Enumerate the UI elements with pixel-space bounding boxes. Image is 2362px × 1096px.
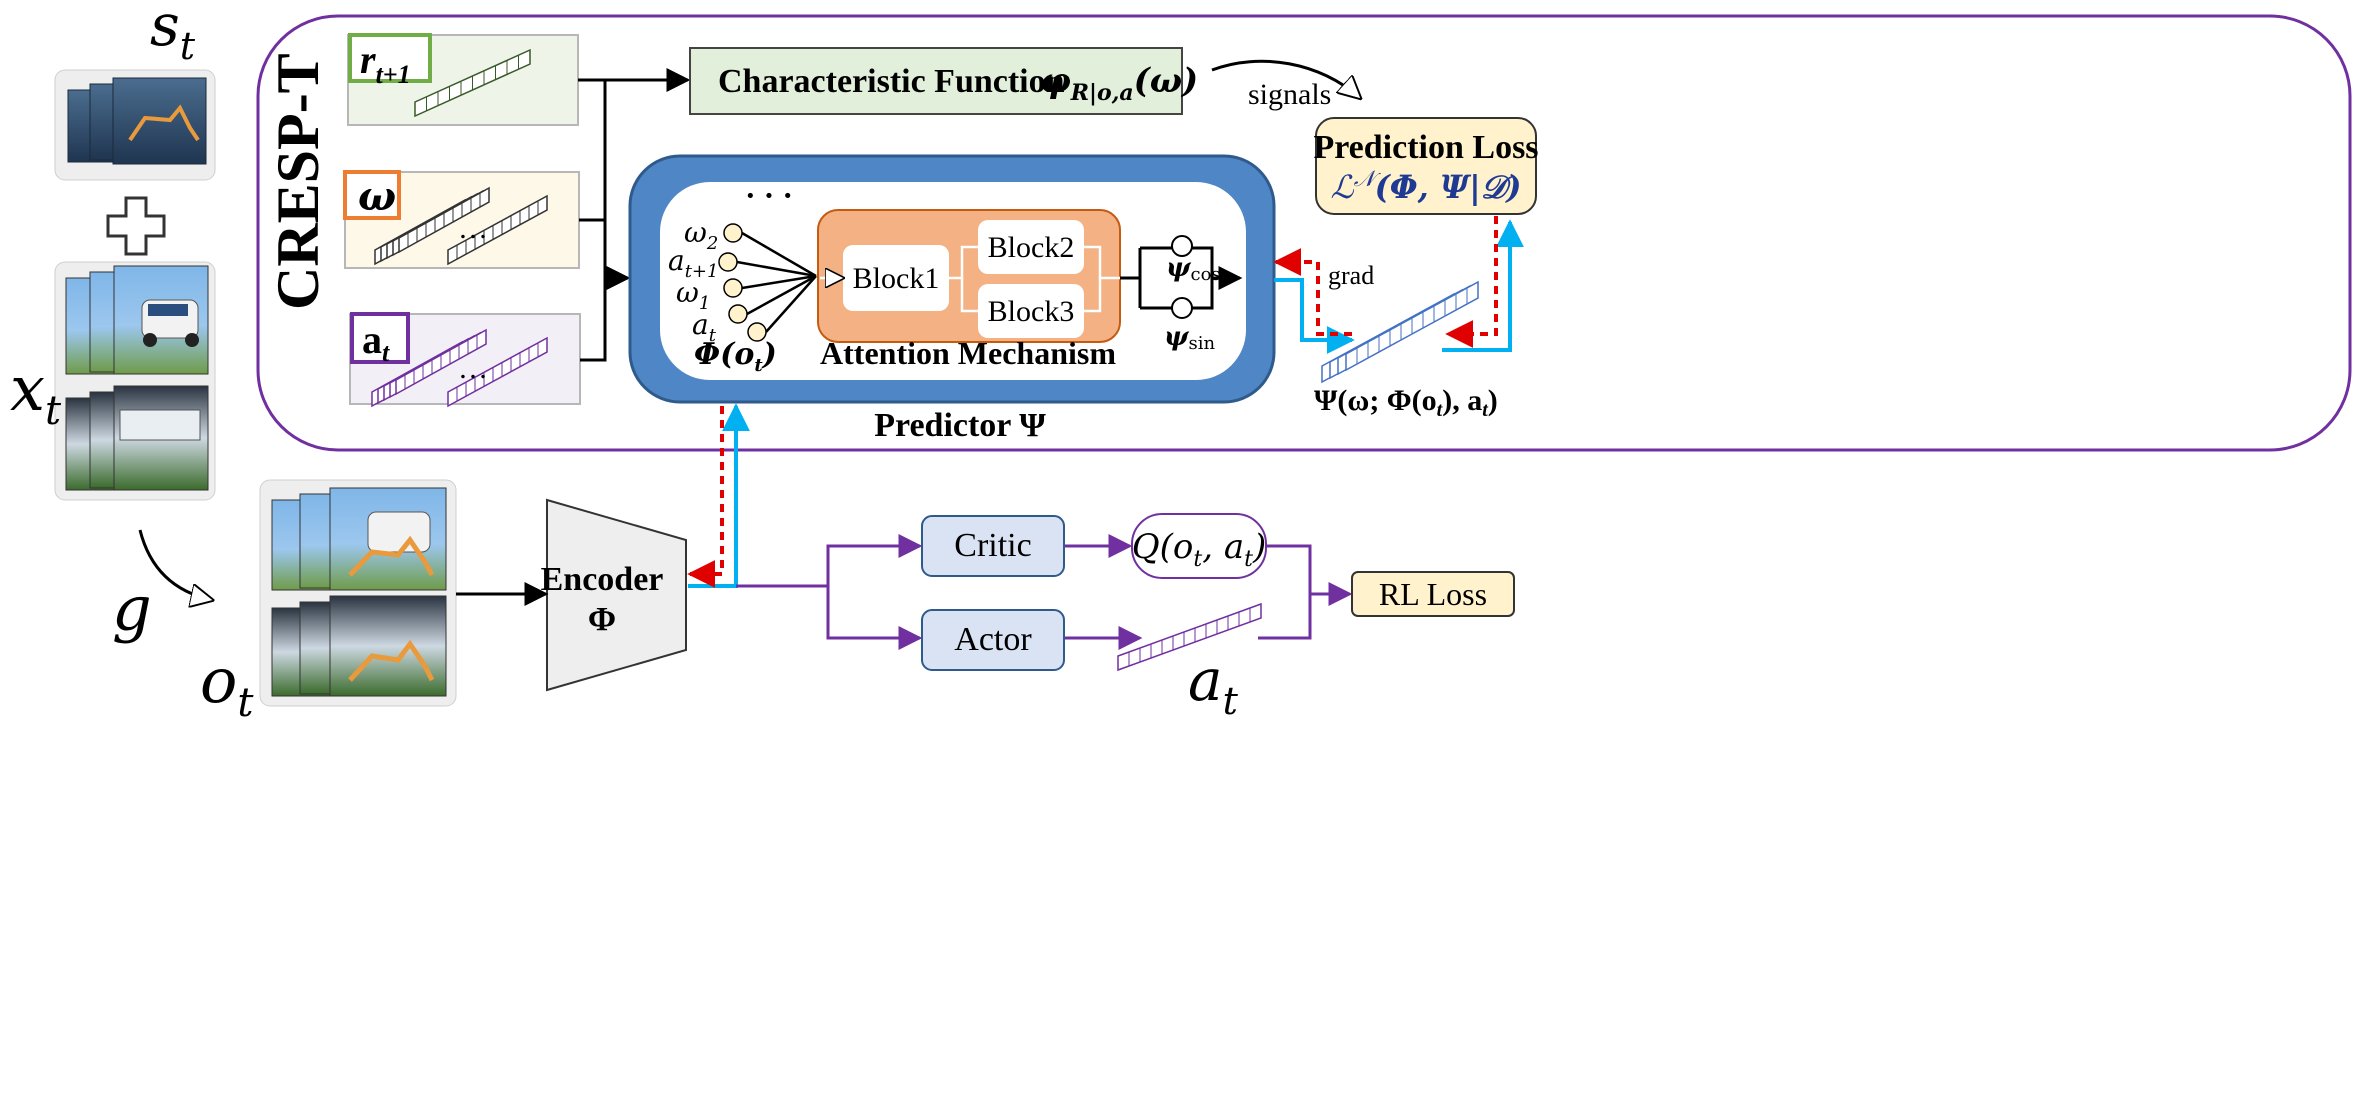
sequence-connectors [578, 68, 691, 362]
encoder-label: Encoder [541, 561, 664, 598]
tape-outline [1117, 602, 1262, 672]
rl-loss-box [1351, 571, 1515, 617]
input-node-label: ω2 [684, 216, 718, 254]
block3 [978, 284, 1084, 338]
observation-image-stack [259, 479, 457, 707]
psi-cos-label: ψcos [1166, 253, 1221, 285]
rl-flows [736, 534, 1353, 650]
omega-sequence-strip [374, 186, 548, 266]
input-edge [741, 231, 817, 278]
psi-output-strip [1321, 280, 1479, 384]
action-label: at [362, 317, 390, 367]
reward-box: rt+1 [347, 33, 579, 126]
signals-arrow [1211, 59, 1360, 98]
action-ellipsis: … [458, 352, 488, 385]
block3-label: Block3 [988, 295, 1075, 328]
block2 [978, 220, 1084, 274]
characteristic-function-box: Characteristic Function φR|o,a(ω) [689, 47, 1198, 115]
input-node-label: at+1 [668, 244, 718, 282]
input-node-label: at [692, 308, 717, 346]
prediction-loss-math: ℒ𝒩(Φ, Ψ|𝒟) [1331, 167, 1522, 206]
block1 [843, 245, 949, 311]
omega-label: ω [358, 173, 396, 220]
psi-cos-node [1171, 235, 1193, 257]
action-sequence-strip [371, 328, 548, 408]
action-output-strip [1117, 602, 1262, 672]
psi-sin-node [1171, 297, 1193, 319]
omega-box: ω … [343, 170, 580, 269]
input-node-label: ω1 [676, 276, 710, 314]
tape-outline [447, 194, 548, 266]
encoder-phi: Φ [588, 601, 616, 638]
encoder-block: Encoder Φ [541, 498, 687, 692]
distractor-image-stack [54, 261, 216, 501]
predictor-label: Predictor Ψ [874, 407, 1046, 444]
input-node [723, 223, 743, 243]
psi-output-label: Ψ(ω; Φ(ot), at) [1314, 384, 1498, 421]
transform-symbol: g [112, 572, 152, 645]
input-node [728, 304, 748, 324]
input-edge [765, 275, 817, 333]
characteristic-function-label: Characteristic Function [718, 63, 1065, 100]
input-dots: · · · [745, 177, 793, 213]
transform-arrow [138, 529, 212, 600]
prediction-loss-title: Prediction Loss [1313, 129, 1538, 166]
input-node [723, 278, 743, 298]
input-edge [736, 260, 817, 278]
q-value-box [1131, 513, 1267, 579]
state-image-stack [54, 69, 216, 181]
critic-label: Critic [954, 527, 1031, 564]
input-edge [741, 274, 817, 290]
input-column: st xt [10, 0, 457, 726]
action-box: at … [349, 312, 581, 408]
block1-label: Block1 [853, 262, 940, 295]
cresp-t-title: CRESP-T [265, 53, 331, 310]
block2-label: Block2 [988, 231, 1075, 264]
q-value-label: Q(ot, at) [1132, 527, 1266, 572]
psi-sin-label: ψsin [1164, 322, 1215, 354]
characteristic-function-math: φR|o,a(ω) [1040, 61, 1198, 106]
reward-label: rt+1 [360, 37, 411, 89]
observation-symbol: ot [200, 644, 254, 726]
tape-outline [447, 336, 548, 408]
action-output-symbol: at [1188, 646, 1239, 723]
critic-box [921, 515, 1065, 577]
state-symbol: st [150, 0, 196, 68]
input-edge [746, 274, 817, 316]
plus-icon [106, 196, 166, 256]
rl-loss-label: RL Loss [1379, 576, 1487, 612]
reward-sequence-strip [414, 48, 531, 118]
input-node [718, 252, 738, 272]
input-node-label: Φ(ot) [694, 337, 777, 376]
gradient-flows [1273, 216, 1524, 354]
omega-ellipsis: … [458, 212, 488, 245]
distractor-symbol: xt [10, 352, 62, 434]
grad-label: grad [1328, 261, 1374, 290]
input-node [747, 322, 767, 342]
prediction-loss-box: Prediction Loss ℒ𝒩(Φ, Ψ|𝒟) [1313, 117, 1539, 215]
actor-box [921, 609, 1065, 671]
signals-label: signals [1248, 78, 1331, 111]
actor-label: Actor [954, 621, 1032, 658]
attention-mechanism-label: Attention Mechanism [820, 335, 1116, 371]
walker-figure [128, 104, 200, 142]
